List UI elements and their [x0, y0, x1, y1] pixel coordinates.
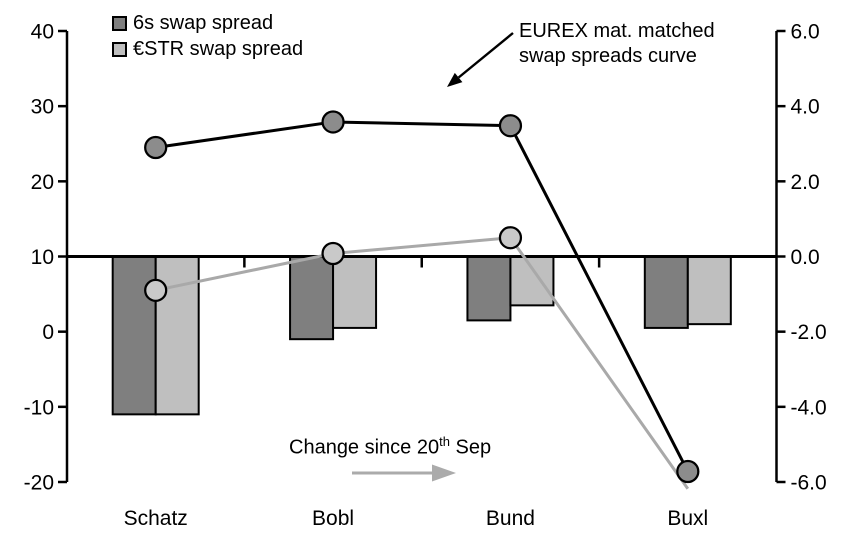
category-label-bobl: Bobl: [312, 507, 354, 530]
bar-estr-bobl: [332, 255, 378, 329]
right-axis-tick-label: 0.0: [791, 246, 820, 269]
left-axis-tick-label: -10: [24, 396, 54, 419]
curve-annotation-line2: swap spreads curve: [519, 45, 697, 67]
legend-swatch-estr-icon: [112, 41, 127, 57]
category-label-schatz: Schatz: [124, 507, 188, 530]
bar-6s-bobl: [289, 255, 335, 341]
marker-6s-buxl: [676, 459, 700, 484]
legend-label-estr: €STR swap spread: [133, 37, 304, 60]
right-axis-tick-label: 4.0: [791, 96, 820, 119]
legend-label-6s: 6s swap spread: [133, 11, 274, 34]
legend: 6s swap spread €STR swap spread: [112, 10, 303, 62]
right-axis-tick-label: 2.0: [791, 171, 820, 194]
marker-6s-bobl: [321, 110, 345, 134]
right-axis-tick-label: -6.0: [791, 472, 827, 495]
change-annotation-superscript: th: [439, 434, 450, 449]
marker-estr-bund: [498, 226, 523, 250]
left-axis-tick-label: 0: [42, 321, 54, 344]
curve-annotation: EUREX mat. matched swap spreads curve: [519, 19, 715, 69]
bar-6s-bund: [466, 255, 512, 322]
change-annotation-suffix: Sep: [449, 436, 492, 459]
category-label-buxl: Buxl: [667, 507, 708, 530]
legend-swatch-6s-icon: [112, 15, 127, 31]
left-axis-tick-label: 30: [31, 96, 54, 119]
curve-annotation-line1: EUREX mat. matched: [519, 20, 715, 42]
left-axis-tick-label: 40: [31, 21, 54, 44]
bar-estr-bund: [509, 255, 555, 307]
left-axis-tick-label: -20: [24, 472, 54, 495]
left-axis-tick-label: 10: [31, 246, 54, 269]
category-label-bund: Bund: [486, 507, 535, 530]
line-6s-curve: [155, 120, 690, 473]
right-axis-tick-label: 6.0: [791, 21, 820, 44]
bar-estr-schatz: [154, 255, 200, 416]
bar-6s-schatz: [111, 255, 157, 416]
line-estr-curve: [155, 236, 690, 490]
curve-annotation-arrow-head: [447, 72, 463, 87]
bar-6s-buxl: [643, 255, 689, 329]
legend-item-estr: €STR swap spread: [112, 36, 303, 62]
marker-6s-bund: [498, 114, 523, 138]
right-axis-tick-label: -4.0: [791, 396, 827, 419]
curve-annotation-arrow: [457, 32, 514, 79]
legend-item-6s: 6s swap spread: [112, 10, 303, 36]
change-annotation-prefix: Change since 20: [289, 436, 440, 459]
marker-estr-bobl: [321, 241, 345, 266]
marker-6s-schatz: [144, 135, 168, 160]
bar-estr-buxl: [686, 255, 732, 326]
marker-estr-schatz: [144, 278, 168, 302]
left-axis-tick-label: 20: [31, 171, 54, 194]
change-annotation: Change since 20th Sep: [289, 434, 491, 460]
right-axis-tick-label: -2.0: [791, 321, 827, 344]
change-annotation-arrow-head: [432, 464, 456, 482]
